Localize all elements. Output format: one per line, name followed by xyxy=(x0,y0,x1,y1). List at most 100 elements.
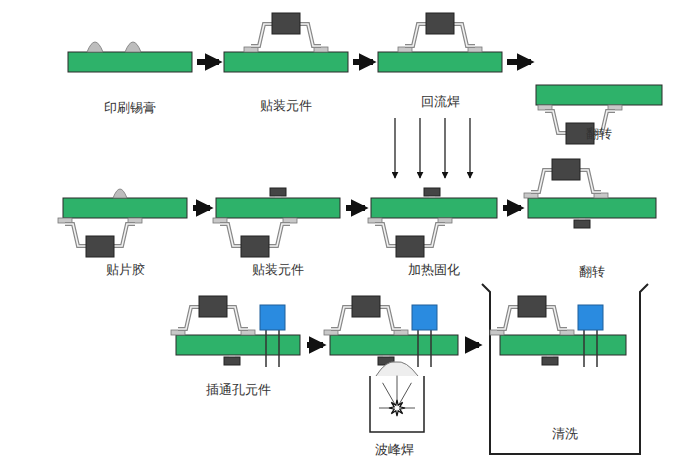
chip-lead xyxy=(380,307,401,329)
chip-lead xyxy=(178,307,199,329)
chip-lead-core xyxy=(114,224,135,246)
chip-lead-core xyxy=(546,307,567,329)
chip-lead-core xyxy=(227,307,248,329)
chip-lead xyxy=(65,224,86,246)
pcb-board xyxy=(224,52,348,72)
pcb-board xyxy=(536,85,662,105)
tht-lead xyxy=(265,330,267,367)
chip-lead-core xyxy=(380,307,401,329)
ic-chip xyxy=(241,236,269,257)
flow-arrow xyxy=(193,205,210,211)
smd-chip xyxy=(224,357,240,365)
flow-arrow xyxy=(346,205,365,211)
process-step: 回流焊 xyxy=(376,14,504,110)
process-step: 贴装元件 xyxy=(213,178,343,278)
chip-lead-core xyxy=(424,224,445,246)
glue-dot xyxy=(429,196,435,198)
chip-lead-core xyxy=(251,24,272,46)
flow-arrow xyxy=(307,342,323,348)
chip-lead xyxy=(375,224,396,246)
process-step: 插通孔元件 xyxy=(172,300,304,398)
pcb-board xyxy=(330,335,458,355)
tht-lead xyxy=(596,330,598,367)
pcb-board xyxy=(176,335,300,355)
step-label: 加热固化 xyxy=(368,262,500,278)
chip-lead-core xyxy=(220,224,241,246)
chip-lead xyxy=(405,24,426,46)
tht-lead xyxy=(417,330,419,367)
tht-component xyxy=(578,305,603,330)
chip-lead-core xyxy=(497,307,518,329)
glue-dot xyxy=(579,218,585,220)
ic-chip xyxy=(86,236,114,257)
pcb-board xyxy=(216,198,340,218)
process-step: 翻转 xyxy=(524,160,660,280)
chip-lead-core xyxy=(454,24,475,46)
step-label: 印刷锡膏 xyxy=(66,100,194,116)
smd-chip xyxy=(270,188,286,196)
ic-chip xyxy=(396,236,424,257)
paste-mound xyxy=(87,42,103,52)
chip-lead-core xyxy=(580,170,601,192)
chip-lead-core xyxy=(300,24,321,46)
chip-lead xyxy=(300,24,321,46)
chip-lead xyxy=(227,307,248,329)
chip-lead xyxy=(220,224,241,246)
process-step: 贴片胶 xyxy=(60,178,190,278)
process-step: 清洗 xyxy=(482,292,648,442)
flow-arrow xyxy=(503,205,521,211)
chip-lead-core xyxy=(405,24,426,46)
pcb-board xyxy=(378,52,502,72)
pcb-board xyxy=(500,335,626,355)
chip-lead-core xyxy=(269,224,290,246)
step-label: 波峰焊 xyxy=(326,442,462,458)
chip-lead xyxy=(580,170,601,192)
heat-arrow xyxy=(394,118,395,178)
ic-chip xyxy=(352,296,380,317)
tht-component xyxy=(412,305,437,330)
flow-arrow xyxy=(465,342,479,348)
wave-nozzle xyxy=(370,376,424,432)
tht-lead xyxy=(583,330,585,367)
chip-lead-core xyxy=(178,307,199,329)
chip-lead-core xyxy=(375,224,396,246)
glue-dot xyxy=(383,355,389,357)
smd-chip xyxy=(542,357,558,365)
chip-lead xyxy=(269,224,290,246)
step-label: 翻转 xyxy=(524,264,660,280)
flow-arrow xyxy=(507,59,531,65)
ic-chip xyxy=(426,13,454,34)
tht-lead xyxy=(278,330,280,367)
process-step: 翻转 xyxy=(534,55,664,142)
chip-lead xyxy=(545,111,566,133)
ic-chip xyxy=(199,296,227,317)
glue-dot xyxy=(547,355,553,357)
step-label: 贴装元件 xyxy=(213,262,343,278)
chip-lead-core xyxy=(65,224,86,246)
step-label: 贴装元件 xyxy=(222,98,350,114)
pcb-board xyxy=(68,52,192,72)
chip-lead-core xyxy=(545,111,566,133)
ic-chip xyxy=(272,13,300,34)
step-label: 清洗 xyxy=(482,426,648,442)
smd-chip xyxy=(424,188,440,196)
flow-arrow xyxy=(353,59,373,65)
step-label: 回流焊 xyxy=(376,94,504,110)
process-step: 贴装元件 xyxy=(222,14,350,114)
ic-chip xyxy=(552,159,580,180)
smd-chip xyxy=(574,220,590,228)
glue-dot xyxy=(229,355,235,357)
heat-arrow xyxy=(444,118,445,178)
glue-dot xyxy=(275,196,281,198)
tht-lead xyxy=(430,330,432,367)
solder-wave xyxy=(376,362,418,376)
chip-lead xyxy=(531,170,552,192)
pcb-board xyxy=(371,198,497,218)
paste-mound xyxy=(113,189,127,198)
chip-lead xyxy=(497,307,518,329)
chip-lead xyxy=(424,224,445,246)
step-label: 插通孔元件 xyxy=(172,382,304,398)
heat-arrow xyxy=(469,118,470,178)
